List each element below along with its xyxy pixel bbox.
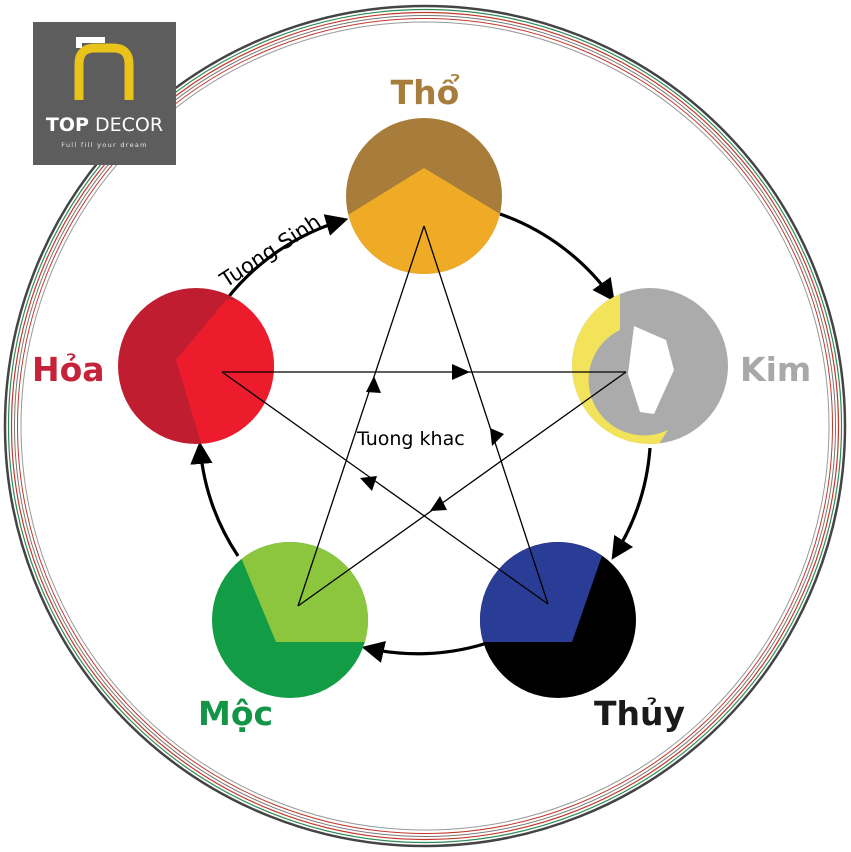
brand-name: TOP DECOR — [33, 114, 176, 136]
label-tho: Thổ — [391, 72, 460, 112]
star-arrowhead — [360, 476, 377, 491]
star-line-moc-tho — [297, 225, 425, 607]
star-line-kim-moc — [297, 371, 627, 607]
brand-tagline: Full fill your dream — [61, 141, 148, 149]
arc-hoa-to-tho — [224, 214, 349, 301]
brand-name-bold: TOP — [45, 114, 89, 136]
controlling-star — [221, 225, 627, 607]
controlling-arrowheads — [360, 364, 504, 511]
brand-name-light: DECOR — [95, 114, 164, 136]
generating-cycle — [190, 212, 652, 663]
star-line-thuy-hoa — [221, 371, 549, 605]
arc-thuy-to-moc — [361, 641, 485, 663]
label-kim: Kim — [740, 350, 811, 389]
outer-ring — [3, 4, 847, 848]
star-line-tho-thuy — [423, 225, 549, 605]
star-arrowhead — [366, 376, 381, 393]
arc-tho-to-kim — [499, 212, 615, 302]
n-arch-icon — [74, 37, 134, 100]
star-arrowhead — [452, 364, 470, 380]
label-moc: Mộc — [198, 694, 273, 733]
element-kim — [572, 288, 728, 444]
arc-kim-to-thuy — [611, 447, 652, 560]
arc-moc-to-hoa — [190, 441, 240, 557]
controlling-cycle-label: Tuong khac — [356, 428, 465, 450]
element-thuy — [480, 542, 636, 698]
star-arrowhead — [490, 428, 504, 446]
brand-logo: TOP DECOR Full fill your dream — [33, 22, 176, 165]
element-hoa — [118, 288, 274, 444]
star-arrowhead — [430, 496, 447, 511]
label-thuy: Thủy — [594, 694, 685, 733]
label-hoa: Hỏa — [32, 350, 105, 389]
generating-cycle-label: Tuong Sinh — [215, 209, 325, 292]
element-tho — [346, 118, 502, 274]
